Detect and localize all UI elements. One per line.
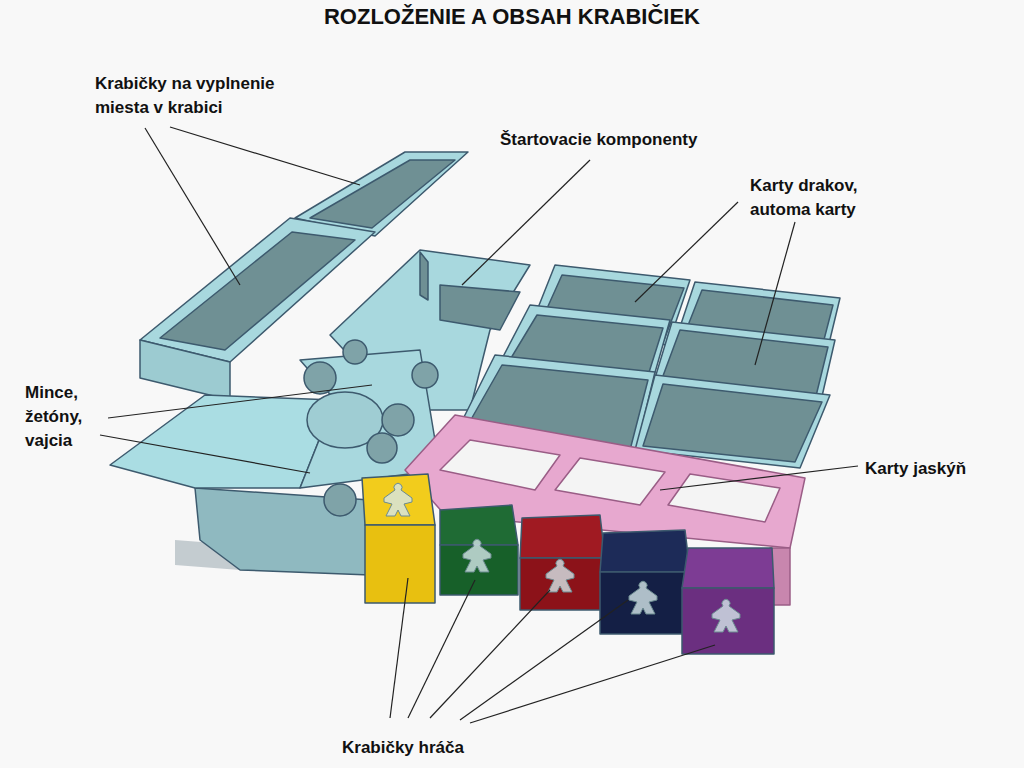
leader-line <box>108 385 372 418</box>
start-tray-wall <box>420 252 428 300</box>
player-box-top <box>520 515 605 558</box>
player-box-top <box>362 474 435 525</box>
meeple-icon <box>463 539 491 572</box>
coin-tray-lid <box>110 395 335 488</box>
callout-label: Karty drakov, automa karty <box>750 174 885 222</box>
filler-box-inner <box>310 160 455 228</box>
player-box-top <box>600 530 690 572</box>
leader-line <box>635 202 738 302</box>
player-box <box>520 558 605 610</box>
cave-card-tray <box>405 415 805 548</box>
leader-line <box>462 160 590 285</box>
filler-box-side <box>140 340 230 400</box>
player-box <box>682 588 774 654</box>
coin-well <box>324 484 356 516</box>
leader-line <box>100 435 310 473</box>
leader-line <box>755 222 795 365</box>
callout-label: Štartovacie komponenty <box>500 128 760 152</box>
player-box-top <box>440 505 518 545</box>
leader-line <box>390 578 408 718</box>
player-box <box>600 572 690 634</box>
callout-label: Krabičky na vyplnenie miesta v krabici <box>95 72 310 120</box>
coin-well <box>382 404 414 436</box>
coin-well <box>367 433 397 463</box>
cave-card-opening <box>668 474 780 522</box>
leader-line <box>170 127 360 185</box>
filler-box-inner <box>160 232 355 350</box>
leader-line <box>660 466 858 490</box>
leader-line <box>145 128 240 285</box>
callout-label: Karty jaskýň <box>865 457 1015 481</box>
cave-card-opening <box>555 458 665 505</box>
leader-line <box>470 645 715 723</box>
meeple-icon <box>546 559 574 592</box>
meeple-icon <box>712 599 740 632</box>
meeple-icon <box>629 581 657 614</box>
player-box <box>365 525 435 603</box>
coin-well <box>343 340 367 364</box>
coin-well <box>412 362 438 388</box>
coin-well <box>304 362 336 394</box>
leader-line <box>408 580 475 718</box>
meeple-icon <box>384 483 412 516</box>
callout-label: Krabičky hráča <box>342 736 562 760</box>
card-slot-inner <box>643 384 822 462</box>
cave-card-opening <box>440 440 560 490</box>
leader-line <box>460 600 628 720</box>
callout-label: Mince, žetóny, vajcia <box>25 381 105 453</box>
start-tray-wall <box>440 285 520 330</box>
diagram-title: ROZLOŽENIE A OBSAH KRABIČIEK <box>0 4 1024 30</box>
player-box-top <box>682 548 774 588</box>
